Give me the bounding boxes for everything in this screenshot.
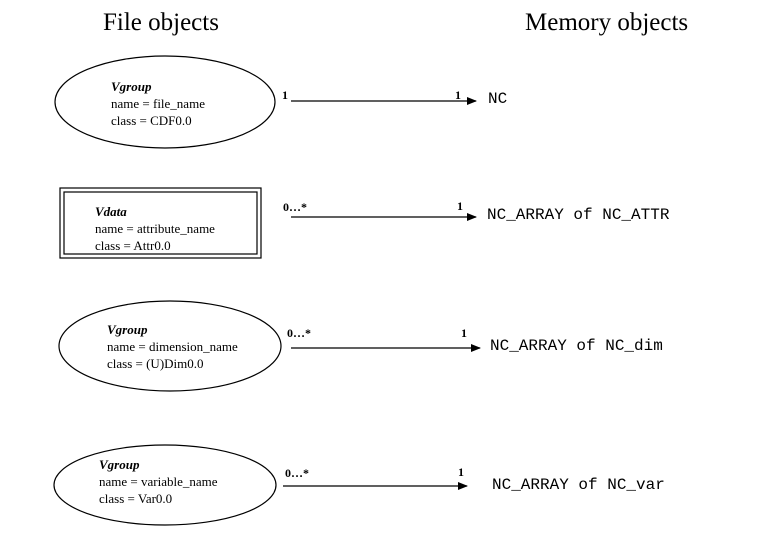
source-multiplicity: 0…*: [287, 326, 311, 340]
target-multiplicity: 1: [457, 199, 463, 213]
file-objects-heading: File objects: [103, 9, 219, 36]
vgroup-variable-ellipse: [53, 444, 277, 526]
variable-node-label: Vgroup name = variable_name class = Var0…: [99, 456, 218, 507]
memory-object-nc: NC: [488, 90, 508, 108]
node-kind: Vdata: [95, 204, 127, 219]
memory-object-var-array: NC_ARRAY of NC_var: [492, 476, 665, 494]
vgroup-file-ellipse: [54, 55, 276, 149]
source-multiplicity: 1: [282, 88, 288, 102]
source-multiplicity: 0…*: [283, 200, 307, 214]
node-name-line: name = file_name: [111, 96, 205, 111]
dimension-node-label: Vgroup name = dimension_name class = (U)…: [107, 321, 238, 372]
node-name-line: name = dimension_name: [107, 339, 238, 354]
node-class-line: class = CDF0.0: [111, 113, 192, 128]
node-class-line: class = (U)Dim0.0: [107, 356, 204, 371]
node-kind: Vgroup: [111, 79, 152, 94]
vdata-attribute-box-outer: [59, 187, 262, 259]
target-multiplicity: 1: [455, 88, 461, 102]
target-multiplicity: 1: [458, 465, 464, 479]
vdata-attribute-box-inner: [63, 191, 258, 255]
attribute-node-label: Vdata name = attribute_name class = Attr…: [95, 203, 215, 254]
memory-objects-heading: Memory objects: [525, 9, 689, 36]
node-kind: Vgroup: [107, 322, 148, 337]
node-name-line: name = attribute_name: [95, 221, 215, 236]
node-class-line: class = Attr0.0: [95, 238, 171, 253]
node-kind: Vgroup: [99, 457, 140, 472]
memory-object-dim-array: NC_ARRAY of NC_dim: [490, 337, 663, 355]
node-name-line: name = variable_name: [99, 474, 218, 489]
node-class-line: class = Var0.0: [99, 491, 173, 506]
memory-object-attr-array: NC_ARRAY of NC_ATTR: [487, 206, 670, 224]
vgroup-dimension-ellipse: [58, 300, 282, 392]
file-node-label: Vgroup name = file_name class = CDF0.0: [111, 78, 205, 129]
source-multiplicity: 0…*: [285, 466, 309, 480]
target-multiplicity: 1: [461, 326, 467, 340]
